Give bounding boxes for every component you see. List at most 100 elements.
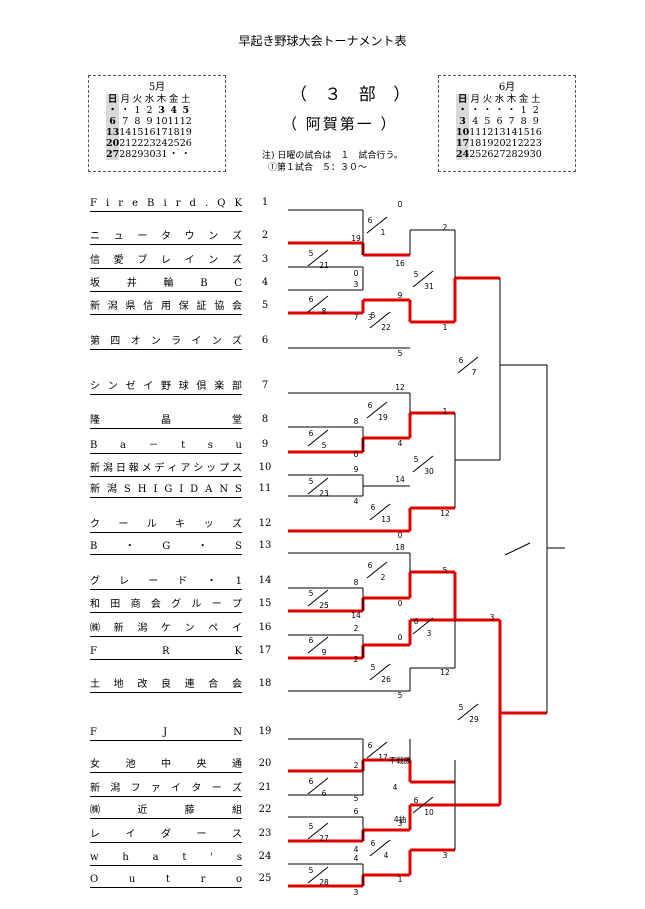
- team-name-char: ン: [208, 231, 219, 242]
- calendar-day: 20: [106, 138, 120, 149]
- date-month: 5: [414, 455, 419, 464]
- team-name-char: 楽: [214, 381, 225, 392]
- date-month: 5: [309, 249, 314, 258]
- score-label: 4: [354, 497, 359, 506]
- team-name-char: I: [153, 484, 158, 495]
- date-slash: [307, 295, 329, 313]
- score-label: 12: [440, 668, 450, 677]
- team-name-char: d: [189, 198, 196, 209]
- calendar-day: 23: [529, 138, 542, 149]
- team-name-char: r: [175, 198, 181, 209]
- team-name-char: a: [152, 852, 159, 863]
- team-name-char: i: [163, 198, 167, 209]
- team-name-char: 田: [110, 599, 121, 610]
- team-name-char: S: [123, 484, 131, 495]
- calendar-day: 12: [179, 116, 192, 127]
- seed-number: 2: [261, 230, 269, 241]
- date-day: 27: [319, 834, 329, 843]
- team-name-char: u: [235, 440, 242, 451]
- calendar-day: ・: [482, 105, 493, 116]
- team-name-char: ス: [232, 829, 242, 840]
- team-name-char: 潟: [102, 463, 113, 474]
- score-label: 9: [354, 465, 359, 474]
- team-name: グレード・1: [90, 575, 242, 590]
- date-day: 31: [424, 282, 434, 291]
- date-slash: [366, 216, 388, 234]
- team-name-char: F: [90, 727, 97, 738]
- team-name-char: ン: [150, 336, 161, 347]
- seed-number: 24: [258, 851, 272, 862]
- calendar-day: 28: [505, 149, 518, 160]
- team-name-char: 会: [232, 301, 242, 312]
- score-label: 8: [354, 578, 359, 587]
- team-name-char: ー: [196, 829, 207, 840]
- calendar-day: 23: [143, 138, 156, 149]
- calendar-day: 5: [484, 116, 491, 127]
- team-name-char: －: [148, 440, 159, 451]
- calendar-day: 2: [146, 105, 153, 116]
- date-day: 7: [472, 368, 477, 377]
- team-name-char: レ: [90, 829, 100, 840]
- calendar-day: ・: [494, 105, 505, 116]
- calendar-day: 9: [532, 116, 539, 127]
- calendar-day: 1: [134, 105, 141, 116]
- calendar-day: 4: [472, 116, 479, 127]
- calendar-weekday: 木: [156, 94, 167, 105]
- team-name-char: N: [233, 727, 242, 738]
- team-name: 新潟県信用保証協会: [90, 300, 242, 315]
- score-label: 7: [354, 313, 359, 322]
- forfeit-label: 4: [393, 783, 398, 792]
- team-name-char: ク: [90, 519, 100, 530]
- calendar-weekday: 火: [482, 94, 493, 105]
- team-name-char: r: [118, 198, 124, 209]
- score-label: 6: [354, 807, 359, 816]
- team-name-char: F: [90, 198, 97, 209]
- team-name-char: G: [164, 484, 173, 495]
- team-name-char: イ: [184, 255, 195, 266]
- team-name-char: C: [234, 278, 242, 289]
- team-name: B・G・S: [90, 540, 242, 555]
- team-name-char: 新: [90, 301, 100, 312]
- calendar-day: ・: [180, 149, 191, 160]
- seed-number: 15: [258, 598, 272, 609]
- date-day: 21: [319, 261, 329, 270]
- team-name-char: G: [162, 541, 171, 552]
- division-label: （ ３ 部 ）: [290, 85, 417, 105]
- team-name-char: デ: [154, 463, 165, 474]
- score-label: 2: [354, 761, 359, 770]
- seed-number: 11: [258, 483, 272, 494]
- team-name-char: ュ: [113, 231, 124, 242]
- calendar-day: 22: [517, 138, 530, 149]
- date-month: 5: [371, 663, 376, 672]
- calendar-day: 1: [520, 105, 527, 116]
- team-name-char: e: [132, 198, 138, 209]
- date-month: 5: [309, 822, 314, 831]
- date-month: 5: [414, 270, 419, 279]
- score-label: 2: [354, 624, 359, 633]
- team-name-char: 第: [90, 336, 100, 347]
- team-name-char: 隆: [90, 415, 100, 426]
- seed-number: 4: [261, 277, 269, 288]
- team-name-char: シ: [193, 463, 204, 474]
- team-name-char: ア: [180, 463, 191, 474]
- team-name-char: 通: [232, 759, 242, 770]
- team-name-char: K: [234, 198, 242, 209]
- calendar-day: 22: [131, 138, 144, 149]
- team-name-char: B: [200, 278, 208, 289]
- calendar-day: 18: [469, 138, 482, 149]
- team-name-char: 県: [125, 301, 136, 312]
- score-label: 0: [398, 200, 403, 209]
- team-name-char: 信: [90, 255, 100, 266]
- date-day: 29: [469, 715, 479, 724]
- date-slash: [369, 839, 391, 857]
- team-name-char: t: [165, 874, 170, 885]
- date-slash: [366, 401, 388, 419]
- team-name-char: u: [128, 874, 136, 885]
- calendar-weekday: 金: [518, 94, 529, 105]
- calendar-day: 25: [469, 149, 482, 160]
